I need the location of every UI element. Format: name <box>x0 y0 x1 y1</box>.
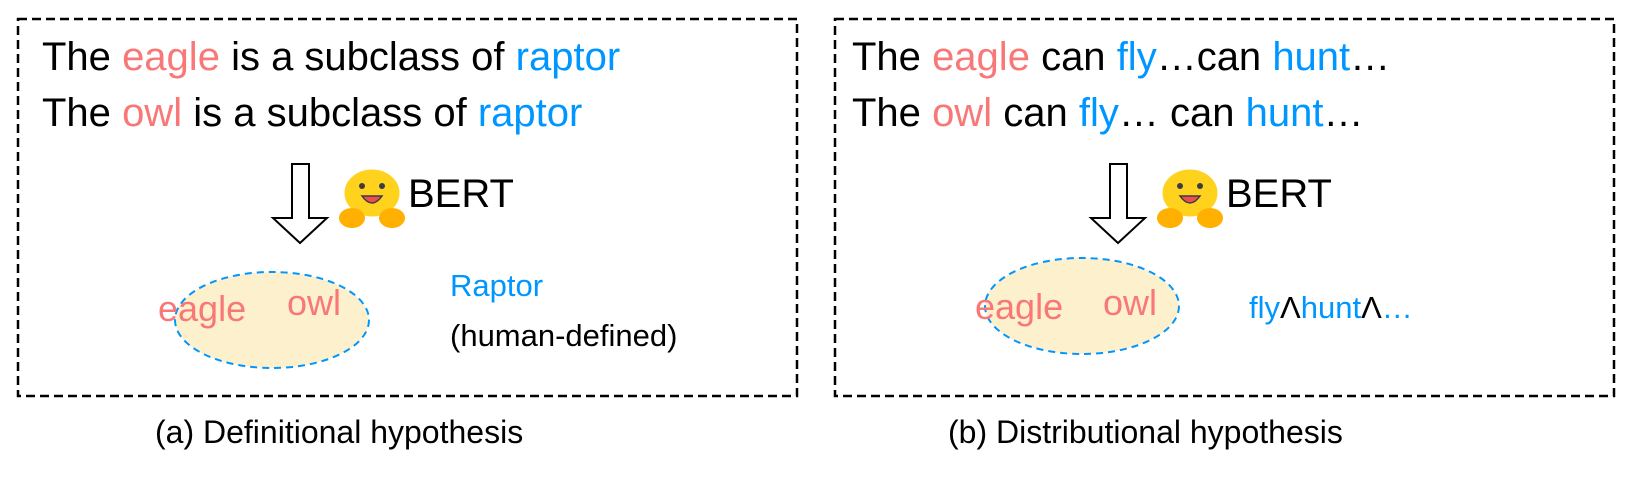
property-conjunction: flyΛhuntΛ… <box>1249 290 1413 326</box>
down-arrow-icon <box>270 163 330 245</box>
ellipsis: … <box>1381 290 1413 325</box>
word: The <box>42 91 111 135</box>
property-word: fly <box>1116 35 1157 79</box>
caption: (b) Distributional hypothesis <box>948 414 1343 450</box>
word: The <box>852 91 921 135</box>
word: … <box>1323 91 1364 135</box>
word: is a subclass of <box>193 91 467 135</box>
cluster-ellipse <box>174 271 370 369</box>
model-name: BERT <box>408 172 514 216</box>
concept-label: Raptor <box>450 268 544 303</box>
concept-label-note: (human-defined) <box>450 318 678 353</box>
word: … <box>1350 35 1391 79</box>
sentence: The eagle can fly…can hunt… <box>852 34 1390 80</box>
word: The <box>42 35 111 79</box>
and-symbol: Λ <box>1361 290 1382 325</box>
sentence: The owl can fly… can hunt… <box>852 90 1363 136</box>
down-arrow-icon <box>1088 163 1148 245</box>
entity-word: eagle <box>122 35 220 79</box>
cluster-ellipse <box>984 257 1180 355</box>
hugging-face-icon <box>339 166 405 228</box>
property-word: fly <box>1078 91 1119 135</box>
model-name: BERT <box>1226 172 1332 216</box>
panel-b-border <box>833 17 1616 398</box>
cluster-item: owl <box>287 282 342 323</box>
property-word: fly <box>1249 290 1280 325</box>
hugging-face-icon <box>1157 166 1223 228</box>
word: … can <box>1118 91 1235 135</box>
sentence: The eagle is a subclass of raptor <box>42 34 620 80</box>
cluster-item: owl <box>1103 282 1158 323</box>
word: can <box>1003 91 1068 135</box>
entity-word: owl <box>932 91 993 135</box>
cluster-item: eagle <box>158 288 247 329</box>
word: is a subclass of <box>231 35 505 79</box>
and-symbol: Λ <box>1280 290 1301 325</box>
property-word: hunt <box>1300 290 1362 325</box>
word: …can <box>1156 35 1262 79</box>
entity-word: owl <box>122 91 183 135</box>
cluster-item: eagle <box>975 286 1064 327</box>
property-word: hunt <box>1272 35 1351 79</box>
concept-word: raptor <box>515 35 621 79</box>
caption: (a) Definitional hypothesis <box>155 414 524 450</box>
entity-word: eagle <box>932 35 1030 79</box>
word: can <box>1041 35 1106 79</box>
sentence: The owl is a subclass of raptor <box>42 90 582 136</box>
property-word: hunt <box>1245 91 1324 135</box>
concept-word: raptor <box>477 91 583 135</box>
word: The <box>852 35 921 79</box>
panel-a-border <box>16 17 799 398</box>
